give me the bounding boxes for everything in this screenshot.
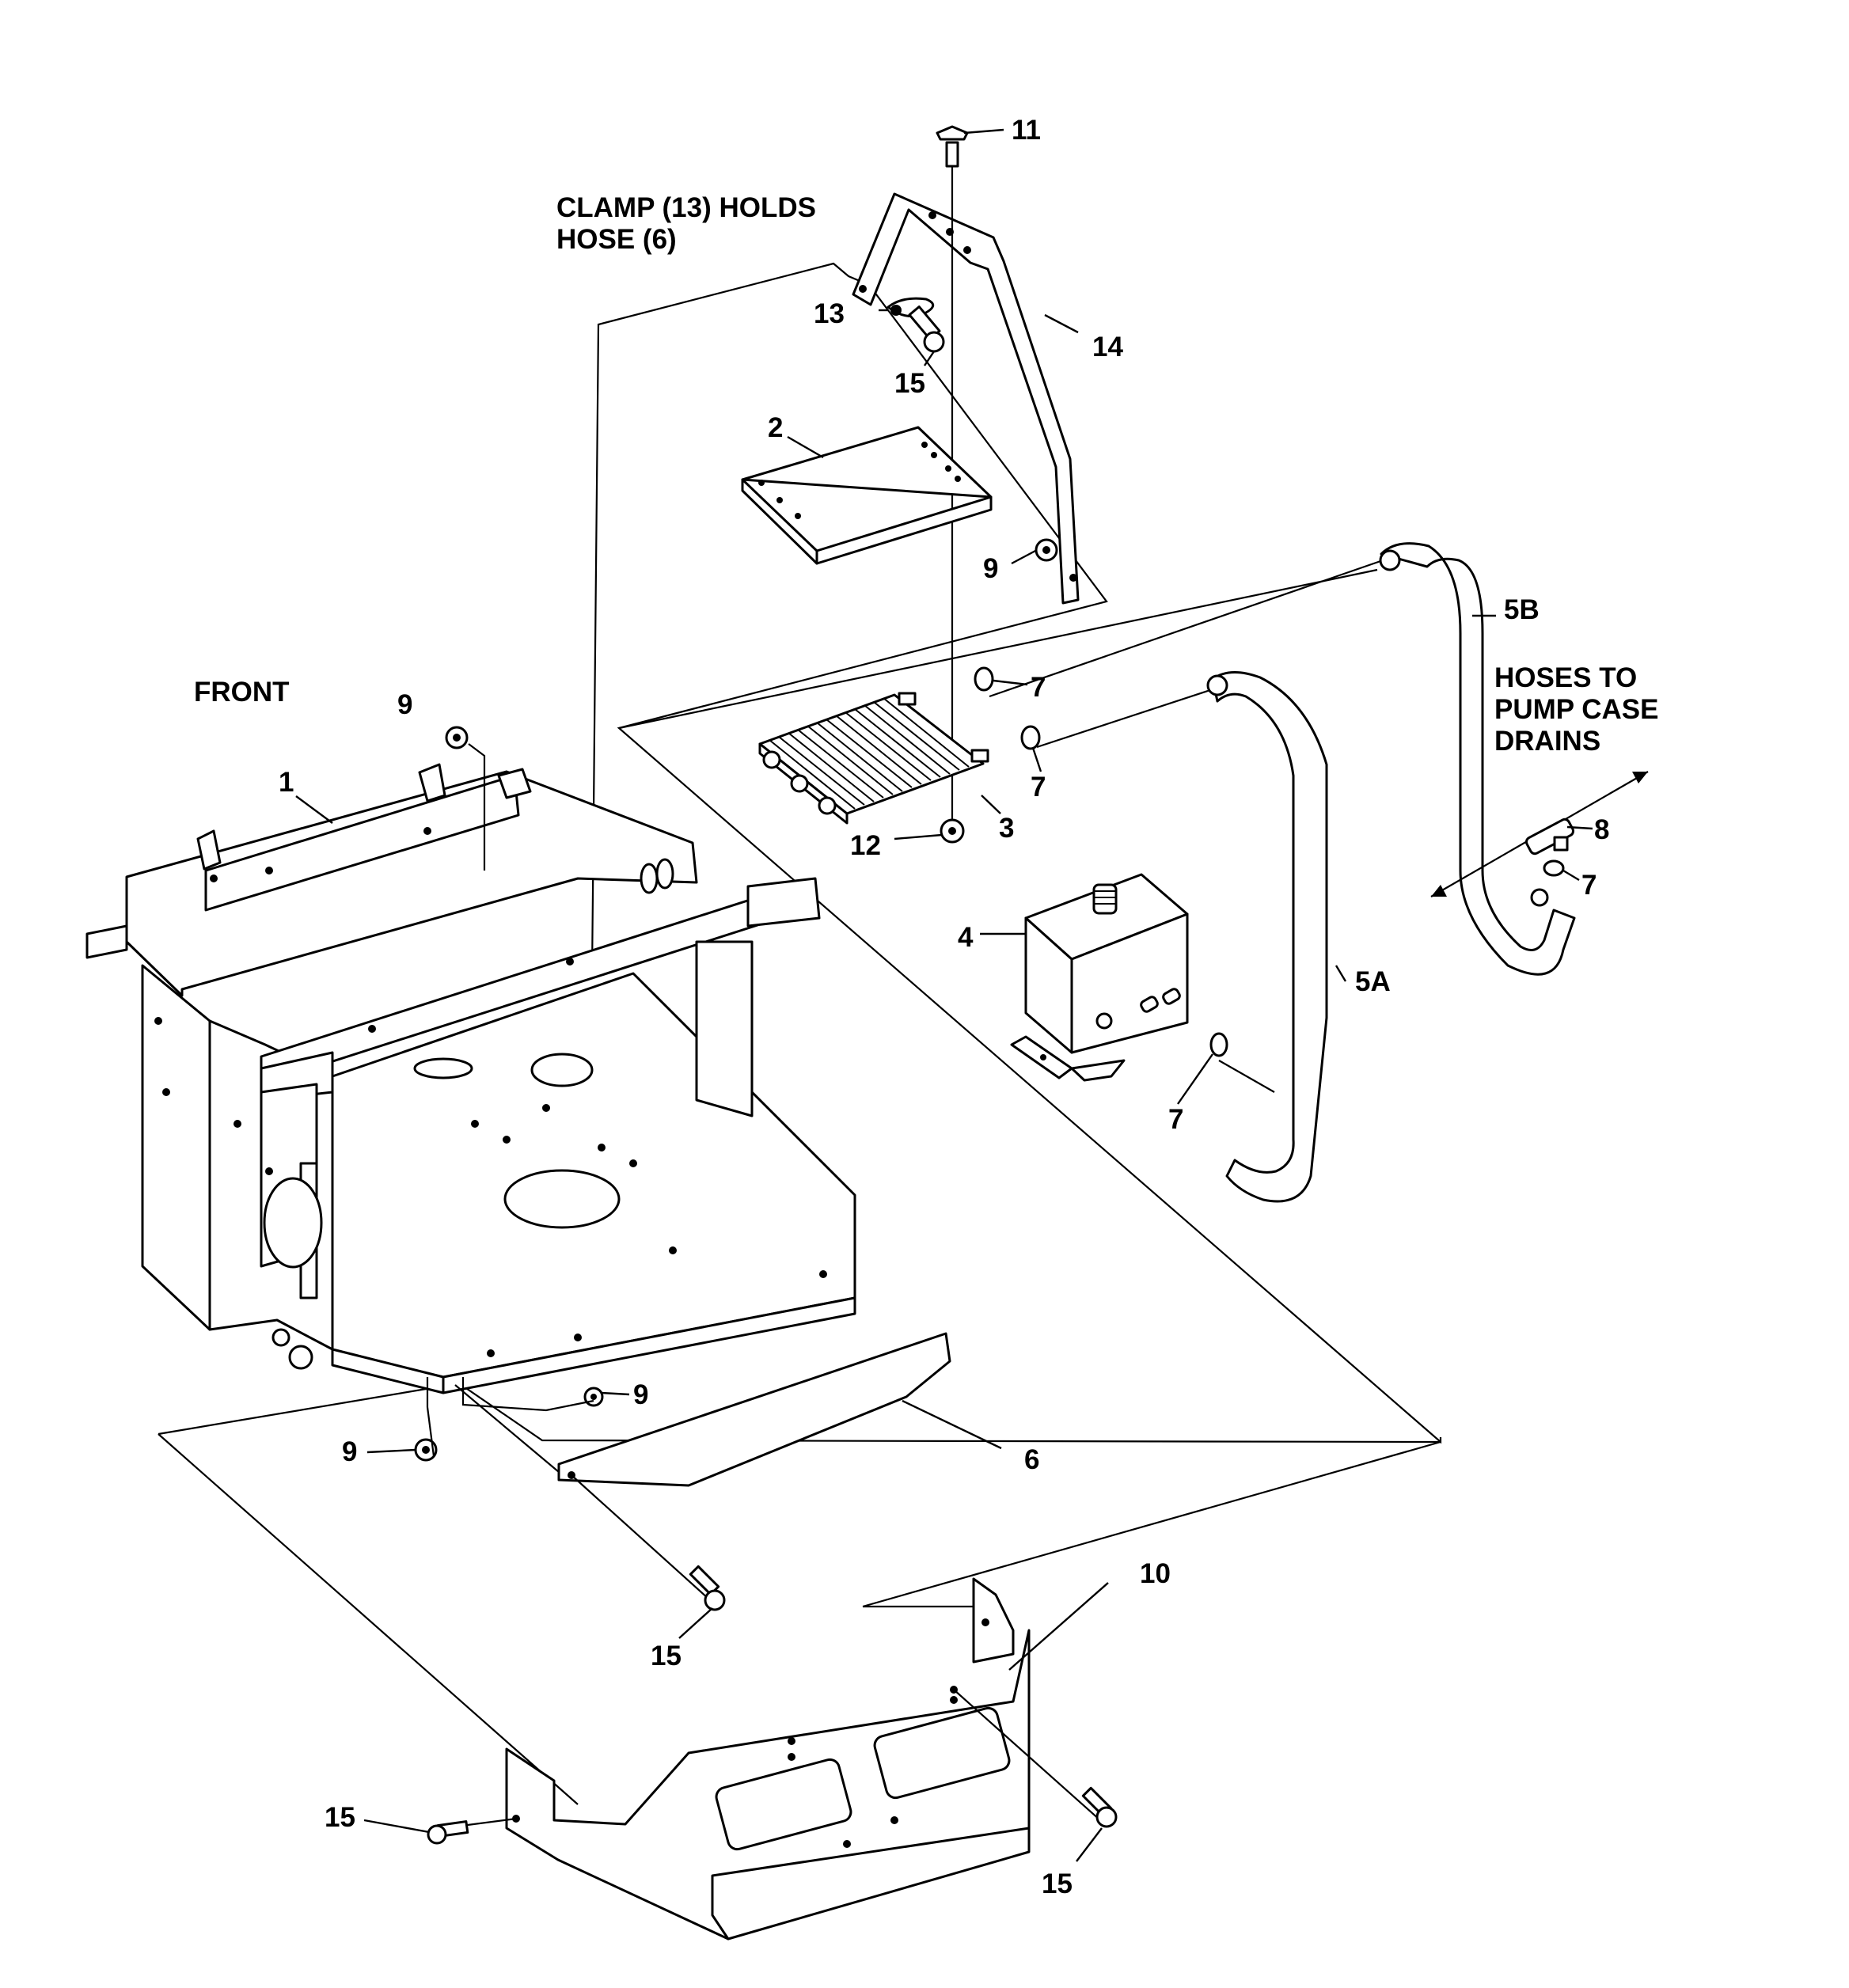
- assembly-outline-middle: [617, 568, 1442, 1444]
- callout-7-tank: 7: [1168, 1104, 1183, 1135]
- tee-fitting: [1430, 771, 1649, 897]
- hose-clamp-icon: [1209, 1032, 1228, 1057]
- callout-9-frame: 9: [397, 689, 412, 720]
- clamp-note-line1: CLAMP (13) HOLDS: [556, 192, 816, 223]
- nut-icon: [445, 726, 469, 749]
- hose-clamp-icon: [974, 666, 994, 692]
- reservoir-tank: [1010, 873, 1189, 1082]
- hose-5b: [989, 542, 1576, 976]
- front-label: FRONT: [194, 677, 290, 708]
- callout-15-left: 15: [325, 1802, 355, 1833]
- main-frame: [85, 763, 856, 1394]
- nut-icon: [1035, 538, 1058, 562]
- assembly-outline-lower: [158, 1382, 1441, 1805]
- shelf-plate: [741, 426, 993, 565]
- nut-leader-path: [468, 743, 486, 871]
- callout-8: 8: [1594, 814, 1609, 845]
- oil-cooler: [758, 692, 989, 825]
- bolt-axis-line: [571, 1474, 709, 1599]
- callout-15-top: 15: [894, 368, 925, 399]
- callout-5a: 5A: [1355, 966, 1391, 997]
- callout-12: 12: [850, 830, 881, 861]
- bolt-icon: [427, 1820, 469, 1845]
- bumper-plate: [505, 1577, 1031, 1941]
- callout-9-bracket: 9: [983, 553, 998, 584]
- leader-lines: [295, 128, 1593, 1862]
- bolt-axis-line: [953, 1689, 1101, 1821]
- callout-2: 2: [768, 412, 783, 443]
- nut-icon: [940, 818, 965, 844]
- hose-5a: [1036, 670, 1328, 1203]
- hoses-note-line1: HOSES TO: [1494, 662, 1637, 693]
- callout-7-right: 7: [1581, 870, 1597, 901]
- callout-7-upper: 7: [1031, 672, 1046, 703]
- hoses-note-line2: PUMP CASE: [1494, 694, 1658, 725]
- callout-3: 3: [999, 813, 1014, 844]
- bolt-icon: [936, 125, 969, 168]
- callout-15-right: 15: [1042, 1868, 1073, 1899]
- callout-11: 11: [1012, 115, 1041, 146]
- callout-14: 14: [1092, 332, 1123, 362]
- nut-leader-path: [426, 1377, 435, 1457]
- callout-10: 10: [1140, 1558, 1171, 1589]
- hose-clamp-icon: [1020, 725, 1041, 750]
- assembly-outline-upper: [590, 262, 1108, 974]
- callout-13: 13: [814, 298, 845, 329]
- bolt-icon: [1081, 1786, 1118, 1828]
- support-bracket: [852, 192, 1080, 605]
- clamp-note-line2: HOSE (6): [556, 224, 677, 255]
- callout-9-under-a: 9: [633, 1379, 648, 1410]
- nut-icon: [583, 1387, 604, 1407]
- hoses-note-line3: DRAINS: [1494, 726, 1600, 757]
- callout-7-lower: 7: [1031, 772, 1046, 802]
- callout-15-mid: 15: [651, 1641, 682, 1671]
- callout-4: 4: [958, 922, 974, 953]
- bolt-icon: [689, 1565, 726, 1611]
- callout-6: 6: [1024, 1444, 1039, 1475]
- guard-leader-path: [454, 1384, 560, 1473]
- callout-9-under-b: 9: [342, 1436, 357, 1467]
- callout-5b: 5B: [1504, 594, 1540, 625]
- nut-icon: [414, 1438, 438, 1462]
- callout-1: 1: [279, 767, 294, 798]
